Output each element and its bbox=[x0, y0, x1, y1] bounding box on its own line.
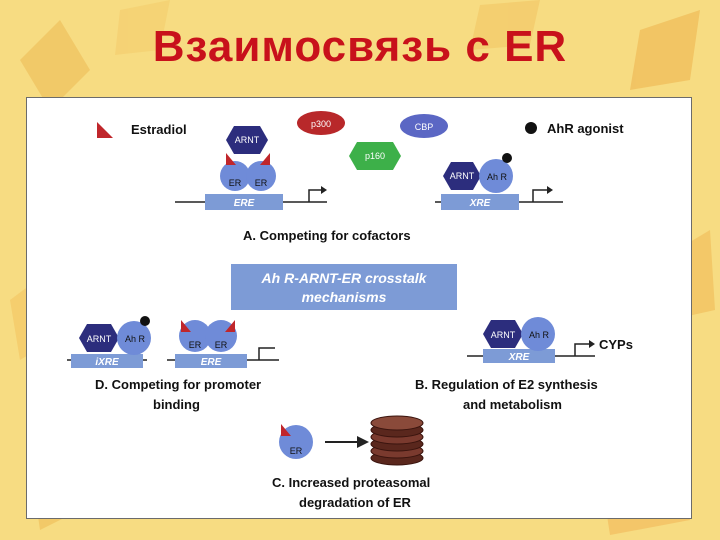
estradiol-a-right bbox=[260, 153, 270, 165]
estradiol-c bbox=[281, 424, 291, 436]
ixre-label-d: iXRE bbox=[95, 357, 119, 368]
ere-label-d: ERE bbox=[201, 357, 222, 368]
center-box-line2: mechanisms bbox=[302, 289, 387, 305]
mechanism-c-line1: C. Increased proteasomal bbox=[272, 475, 430, 490]
ere-element-d bbox=[175, 354, 247, 368]
promoter-arrow-b bbox=[574, 343, 591, 356]
crosstalk-diagram: Estradiol AhR agonist p300 CBP p160 ERE … bbox=[67, 111, 633, 510]
ahr-a bbox=[479, 159, 513, 193]
mechanism-b-line1: B. Regulation of E2 synthesis bbox=[415, 377, 598, 392]
er-left-a bbox=[220, 161, 250, 191]
ahr-label-a: Ah R bbox=[487, 172, 508, 182]
mechanism-d-line2: binding bbox=[153, 397, 200, 412]
crosstalk-center-box bbox=[231, 264, 457, 310]
er-label-a1: ER bbox=[229, 178, 242, 188]
p300-cofactor bbox=[297, 111, 345, 135]
promoter-arrow-a-left bbox=[308, 189, 323, 202]
xre-element-a bbox=[441, 194, 519, 210]
agonist-legend-icon bbox=[525, 122, 537, 134]
estradiol-legend-icon bbox=[97, 122, 113, 138]
promoter-arrow-d bbox=[258, 347, 275, 360]
estradiol-d-left bbox=[181, 320, 191, 332]
p160-label: p160 bbox=[365, 151, 385, 161]
ahr-d bbox=[117, 321, 151, 355]
promoter-arrow-a-right bbox=[532, 189, 549, 202]
arnt-d bbox=[79, 324, 119, 352]
estradiol-d-right bbox=[225, 320, 235, 332]
ere-label-a: ERE bbox=[234, 198, 255, 209]
mechanism-b-line2: and metabolism bbox=[463, 397, 562, 412]
arnt-label-a-right: ARNT bbox=[450, 171, 475, 181]
xre-label-b: XRE bbox=[508, 352, 530, 363]
mechanism-c-line2: degradation of ER bbox=[299, 495, 412, 510]
arnt-label-b: ARNT bbox=[491, 330, 516, 340]
arnt-label-d: ARNT bbox=[87, 334, 112, 344]
agonist-d bbox=[140, 316, 150, 326]
ixre-element-d bbox=[71, 354, 143, 368]
mechanism-d-line1: D. Competing for promoter bbox=[95, 377, 261, 392]
p300-label: p300 bbox=[311, 119, 331, 129]
proteasome-icon bbox=[370, 415, 424, 466]
arnt-b bbox=[483, 320, 523, 348]
xre-element-b bbox=[483, 349, 555, 363]
er-label-c: ER bbox=[290, 446, 303, 456]
arnt-label-a-left: ARNT bbox=[235, 135, 260, 145]
cbp-label: CBP bbox=[415, 122, 434, 132]
p160-cofactor bbox=[349, 142, 401, 170]
ere-element-a bbox=[205, 194, 283, 210]
arnt-a-right bbox=[443, 162, 481, 190]
ahr-b bbox=[521, 317, 555, 351]
center-box-line1: Ah R-ARNT-ER crosstalk bbox=[261, 270, 428, 286]
cbp-cofactor bbox=[400, 114, 448, 138]
er-label-a2: ER bbox=[255, 178, 268, 188]
xre-label-a: XRE bbox=[469, 198, 491, 209]
ahr-label-d: Ah R bbox=[125, 334, 146, 344]
agonist-a bbox=[502, 153, 512, 163]
cyps-label: CYPs bbox=[599, 337, 633, 352]
slide-title: Взаимосвязь с ER bbox=[152, 22, 568, 71]
mechanism-a-label: A. Competing for cofactors bbox=[243, 228, 411, 243]
agonist-legend-label: AhR agonist bbox=[547, 121, 624, 136]
er-label-d1: ER bbox=[189, 340, 202, 350]
estradiol-a-left bbox=[226, 153, 236, 165]
ahr-label-b: Ah R bbox=[529, 330, 550, 340]
er-right-a bbox=[246, 161, 276, 191]
estradiol-legend-label: Estradiol bbox=[131, 122, 187, 137]
arnt-a-left bbox=[226, 126, 268, 154]
diagram-panel: Estradiol AhR agonist p300 CBP p160 ERE … bbox=[26, 97, 692, 519]
er-label-d2: ER bbox=[215, 340, 228, 350]
